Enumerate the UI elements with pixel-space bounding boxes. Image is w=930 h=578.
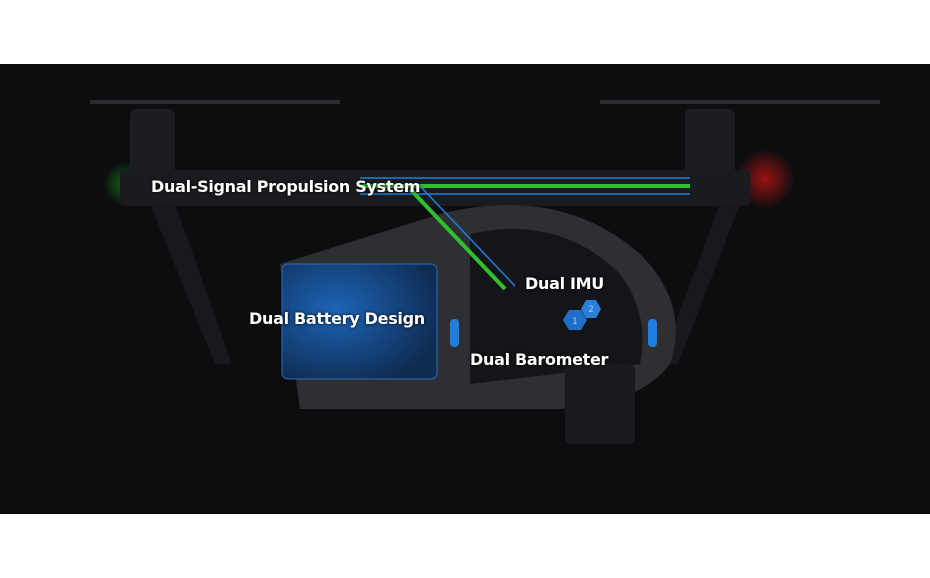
battery [281,263,438,380]
right-motor [685,109,735,189]
body-cavity [470,229,643,384]
imu-hex-2 [581,300,601,318]
drone-feature-image: 1 2 Dual-Signal Propulsion System Dual B… [0,64,930,514]
right-leg [660,204,740,364]
imu-hex-1 [563,310,587,330]
label-barometer: Dual Barometer [470,350,609,369]
imu-badge-2: 2 [588,305,594,315]
right-propeller [600,100,880,104]
barometer-left [450,319,459,347]
barometer-right [648,319,657,347]
signal-line-green-diagonal [408,187,507,291]
label-imu: Dual IMU [525,274,604,293]
left-motor [130,109,175,189]
label-battery: Dual Battery Design [249,309,425,328]
left-propeller [90,100,340,104]
signal-line-blue-diagonal [419,185,516,287]
drone-illustration: 1 2 [90,100,880,444]
left-leg [150,204,232,364]
label-propulsion: Dual-Signal Propulsion System [151,177,421,196]
camera-gimbal [565,364,635,444]
imu-badge-1: 1 [572,317,578,327]
